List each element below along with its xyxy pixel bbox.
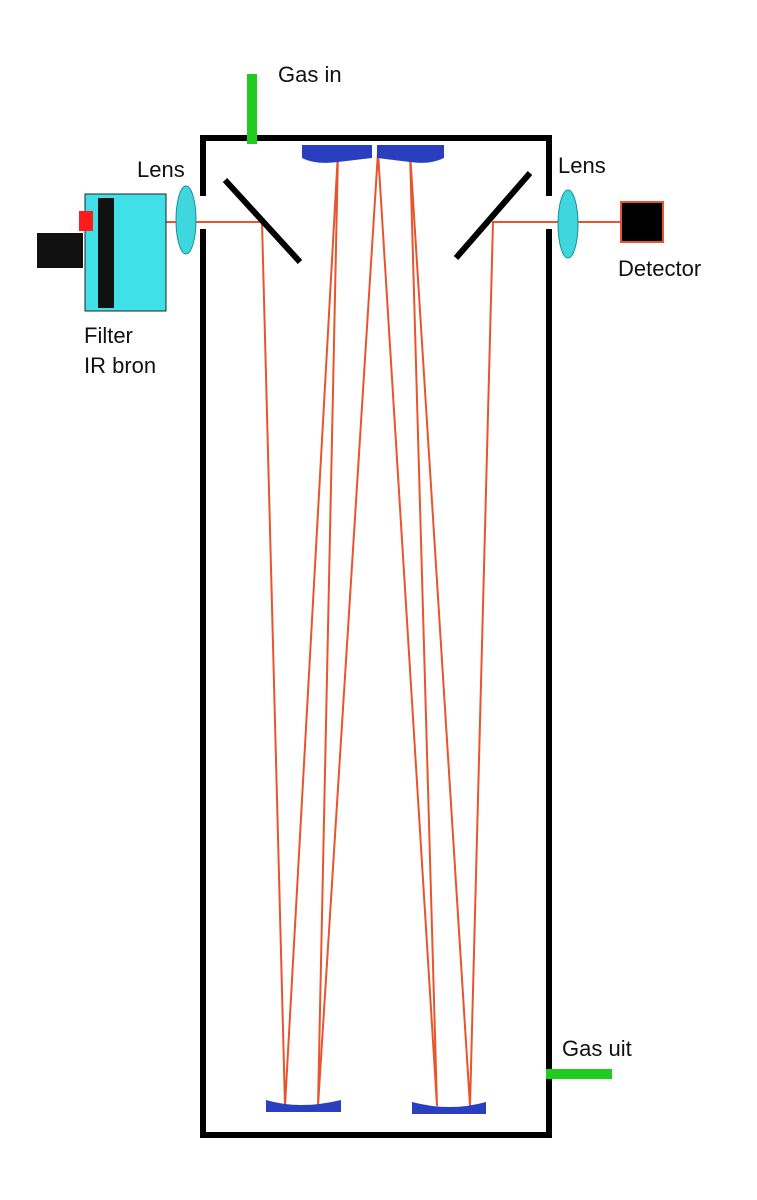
ir-source-label: IR bron xyxy=(84,353,157,378)
mirror-icon xyxy=(453,171,533,260)
mirror-icon xyxy=(412,1102,486,1114)
gas-outlet-pipe xyxy=(546,1069,612,1079)
cell-wall-main xyxy=(200,229,552,1138)
gas-inlet-pipe xyxy=(247,74,257,144)
filter-icon xyxy=(84,193,167,312)
ir-source-emitter xyxy=(79,211,93,231)
gas-in-label: Gas in xyxy=(278,62,342,87)
ir-source-icon xyxy=(37,233,83,268)
cell-wall-left-top xyxy=(200,135,552,196)
lens-left-label: Lens xyxy=(137,157,185,182)
detector-label: Detector xyxy=(618,256,702,281)
lens-right-label: Lens xyxy=(558,153,606,178)
mirror-icon xyxy=(266,1100,341,1112)
gas-cell xyxy=(200,135,552,1138)
mirror-icon xyxy=(377,145,444,163)
detector-icon xyxy=(620,201,664,243)
filter-label: Filter xyxy=(84,323,133,348)
lens-icon xyxy=(175,185,197,255)
gas-out-label: Gas uit xyxy=(562,1036,632,1061)
mirror-icon xyxy=(302,145,372,163)
mirror-icon xyxy=(222,177,303,265)
filter-plate xyxy=(98,198,114,308)
lens-icon xyxy=(557,189,579,259)
